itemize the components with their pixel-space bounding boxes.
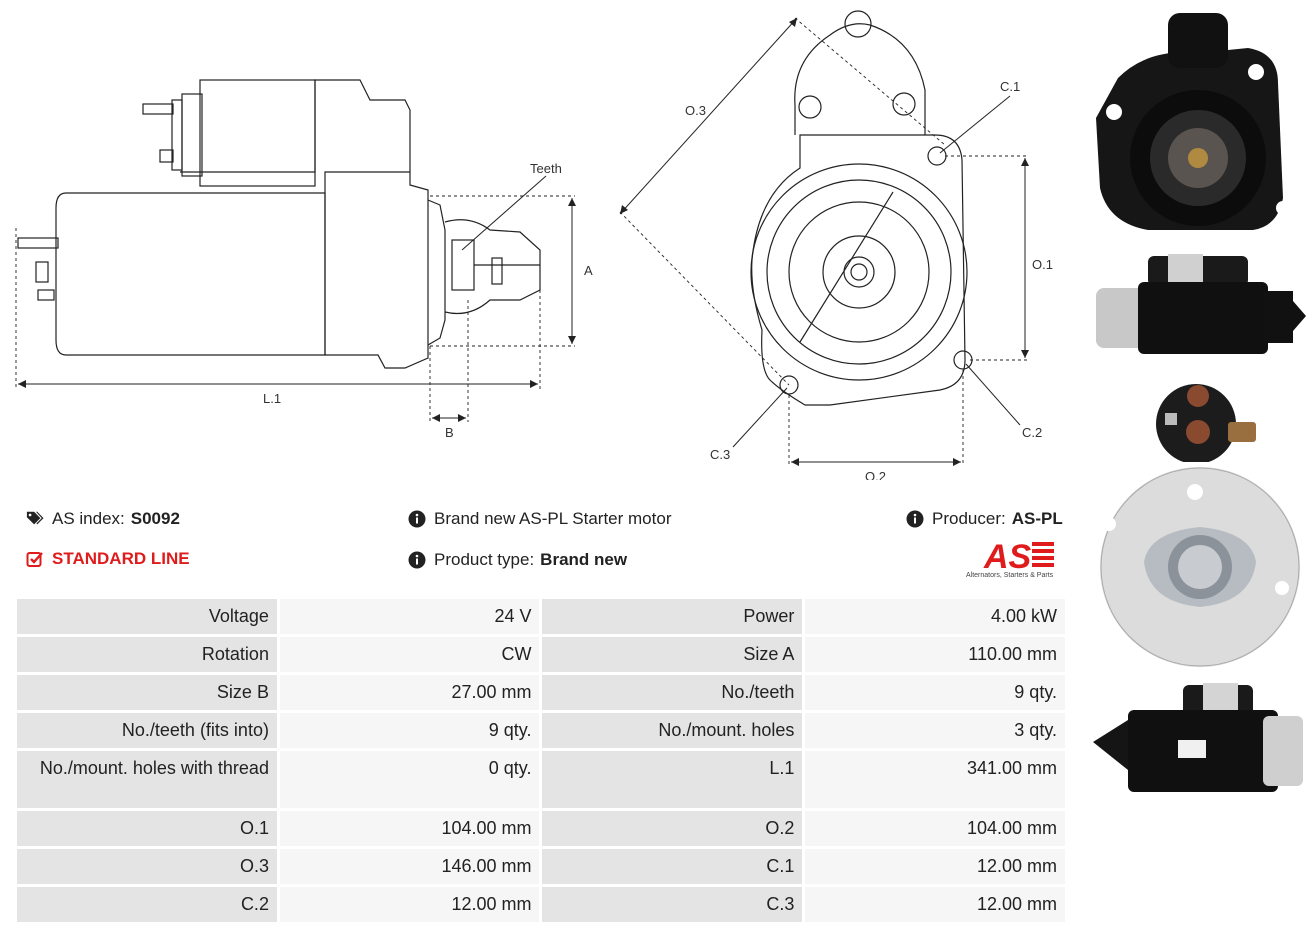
spec-key: Size B xyxy=(17,675,277,710)
side-view-motor xyxy=(17,79,541,369)
label-b: B xyxy=(445,425,454,440)
spec-key: O.1 xyxy=(17,811,277,846)
spec-key: Power xyxy=(542,599,803,634)
spec-key: O.3 xyxy=(17,849,277,884)
front-view-dimensions xyxy=(619,17,1028,466)
product-type-value: Brand new xyxy=(540,550,628,569)
producer: Producer: AS-PL xyxy=(906,509,1063,529)
side-photo-1[interactable] xyxy=(1088,246,1310,362)
label-o1: O.1 xyxy=(1032,257,1053,272)
producer-label: Producer: xyxy=(932,509,1006,528)
spec-value: 4.00 kW xyxy=(805,599,1065,634)
label-c1: C.1 xyxy=(1000,79,1020,94)
as-index-label: AS index: xyxy=(52,509,125,528)
spec-value: CW xyxy=(279,637,540,672)
spec-key: O.2 xyxy=(542,811,803,846)
spec-value: 27.00 mm xyxy=(279,675,540,710)
spec-key: L.1 xyxy=(542,751,803,808)
as-index-value: S0092 xyxy=(130,509,180,528)
spec-key: C.1 xyxy=(542,849,803,884)
spec-value: 0 qty. xyxy=(279,751,540,808)
spec-key: No./mount. holes xyxy=(542,713,803,748)
checkbox-icon xyxy=(26,550,44,568)
flange-photo[interactable] xyxy=(1094,462,1306,672)
spec-key: Rotation xyxy=(17,637,277,672)
spec-key: Size A xyxy=(542,637,803,672)
spec-value: 9 qty. xyxy=(805,675,1065,710)
description-text: Brand new AS-PL Starter motor xyxy=(434,509,672,528)
label-o3: O.3 xyxy=(685,103,706,118)
spec-value: 3 qty. xyxy=(805,713,1065,748)
side-photo-2[interactable] xyxy=(1088,680,1310,802)
as-pl-logo: AS Alternators, Starters & Parts xyxy=(962,538,1070,584)
info-icon xyxy=(408,551,426,569)
producer-value: AS-PL xyxy=(1011,509,1063,528)
label-c3: C.3 xyxy=(710,447,730,462)
label-o2: O.2 xyxy=(865,469,886,480)
label-teeth: Teeth xyxy=(530,161,562,176)
spec-key: Voltage xyxy=(17,599,277,634)
front-view-flange xyxy=(750,10,973,406)
spec-value: 104.00 mm xyxy=(805,811,1065,846)
spec-key: C.2 xyxy=(17,887,277,922)
spec-key: No./teeth (fits into) xyxy=(17,713,277,748)
logo-tagline: Alternators, Starters & Parts xyxy=(966,572,1054,579)
product-type-label: Product type: xyxy=(434,550,535,569)
spec-value: 24 V xyxy=(279,599,540,634)
spec-value: 9 qty. xyxy=(279,713,540,748)
as-index: AS index: S0092 xyxy=(26,509,180,529)
spec-value: 341.00 mm xyxy=(805,751,1065,808)
spec-row: No./teeth (fits into)9 qty.No./mount. ho… xyxy=(17,713,1065,748)
spec-value: 146.00 mm xyxy=(279,849,540,884)
front-photo[interactable] xyxy=(1088,8,1310,234)
spec-value: 110.00 mm xyxy=(805,637,1065,672)
standard-line-label: STANDARD LINE xyxy=(52,549,190,568)
as-pl-logo-mark: AS xyxy=(983,538,1054,576)
product-type: Product type: Brand new xyxy=(408,550,627,570)
spec-value: 12.00 mm xyxy=(805,849,1065,884)
info-icon xyxy=(906,510,924,528)
spec-key: No./mount. holes with thread xyxy=(17,751,277,808)
spec-value: 12.00 mm xyxy=(279,887,540,922)
svg-text:AS: AS xyxy=(983,538,1032,572)
label-l1: L.1 xyxy=(263,391,281,406)
terminal-photo[interactable] xyxy=(1140,378,1260,464)
label-a: A xyxy=(584,263,593,278)
spec-key: C.3 xyxy=(542,887,803,922)
tags-icon xyxy=(26,510,44,528)
description: Brand new AS-PL Starter motor xyxy=(408,509,671,529)
info-icon xyxy=(408,510,426,528)
spec-value: 12.00 mm xyxy=(805,887,1065,922)
spec-key: No./teeth xyxy=(542,675,803,710)
standard-line: STANDARD LINE xyxy=(26,549,190,569)
technical-drawing: Teeth A L.1 B O.3 C.1 O.1 C.2 C.3 O.2 xyxy=(15,10,1053,480)
label-c2: C.2 xyxy=(1022,425,1042,440)
spec-value: 104.00 mm xyxy=(279,811,540,846)
